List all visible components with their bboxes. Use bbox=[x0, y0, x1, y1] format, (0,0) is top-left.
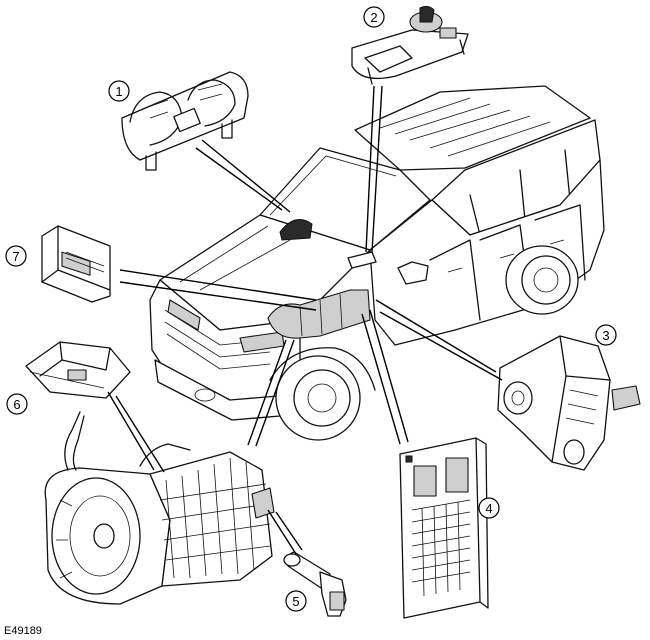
callout-2: 2 bbox=[363, 6, 385, 28]
leader-lines bbox=[107, 85, 503, 555]
callout-5-label: 5 bbox=[292, 594, 299, 609]
callout-3: 3 bbox=[595, 324, 617, 346]
callout-6-label: 6 bbox=[13, 397, 20, 412]
instrument-cluster bbox=[121, 71, 249, 171]
gear-selector-location bbox=[347, 251, 377, 269]
callout-3-label: 3 bbox=[602, 328, 609, 343]
callout-5: 5 bbox=[285, 590, 307, 612]
callout-2-label: 2 bbox=[370, 10, 377, 25]
figure-code: E49189 bbox=[4, 625, 42, 637]
central-junction-box bbox=[399, 437, 489, 619]
callout-4: 4 bbox=[478, 497, 500, 519]
callout-1-label: 1 bbox=[115, 84, 122, 99]
transmission-control-module bbox=[41, 225, 111, 303]
instrument-cluster-location bbox=[279, 219, 313, 241]
callout-7-label: 7 bbox=[12, 249, 19, 264]
shift-actuator-module bbox=[25, 341, 131, 399]
front-wheel bbox=[275, 355, 361, 441]
transfer-box bbox=[497, 335, 641, 471]
transmission-location bbox=[267, 289, 371, 339]
callout-6: 6 bbox=[6, 393, 28, 415]
callout-7: 7 bbox=[5, 245, 27, 267]
gear-selector bbox=[351, 5, 469, 85]
vehicle-body bbox=[149, 85, 605, 441]
callout-4-label: 4 bbox=[485, 501, 492, 516]
rear-wheel bbox=[505, 245, 579, 315]
callout-1: 1 bbox=[108, 80, 130, 102]
manual-gearbox bbox=[44, 411, 275, 605]
speed-sensor bbox=[283, 551, 347, 617]
